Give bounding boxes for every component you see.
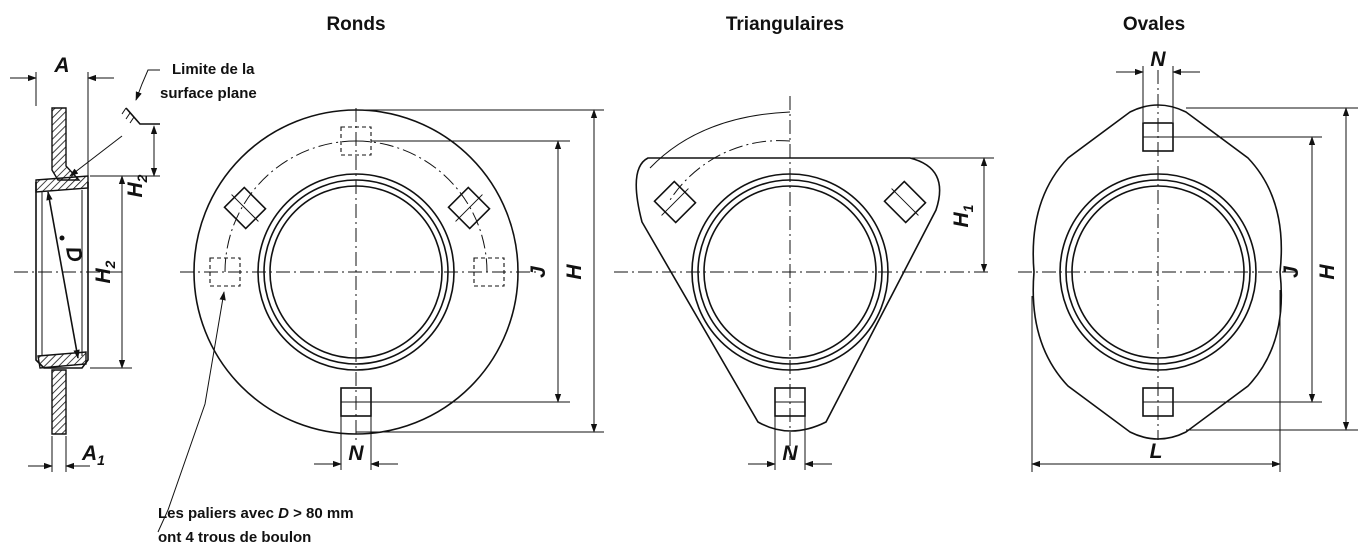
tri-bolt-right-cross xyxy=(891,188,919,216)
label-l-oval: L xyxy=(1150,440,1163,463)
label-h1-tri: H1 xyxy=(950,204,976,227)
tri-bolt-left-cross xyxy=(661,188,689,216)
oval-flange: N J H L xyxy=(1018,48,1358,472)
round-bolt-circle xyxy=(355,140,488,273)
round-bolt-hole-right xyxy=(473,257,505,287)
label-h2-top: H2 xyxy=(124,174,150,197)
bolt-note-line2: ont 4 trous de boulon xyxy=(158,529,311,546)
label-n-oval: N xyxy=(1150,48,1166,71)
tri-bolt-circle xyxy=(669,140,791,201)
bolt-note: Les paliers avec D > 80 mm ont 4 trous d… xyxy=(157,291,354,546)
round-bolt-circle-2 xyxy=(224,140,357,273)
label-j-oval: J xyxy=(1280,265,1303,278)
lower-ring-section xyxy=(37,351,87,369)
title-round: Ronds xyxy=(326,14,385,35)
flat-hatch-1 xyxy=(121,107,127,115)
bolt-note-leader xyxy=(157,291,226,533)
round-bolt-hole-left xyxy=(209,257,241,287)
label-a: A xyxy=(53,54,69,77)
title-oval: Ovales xyxy=(1123,14,1185,35)
label-n-tri: N xyxy=(782,442,798,465)
flat-hatch-3 xyxy=(129,116,135,124)
tri-ref-arc xyxy=(649,111,791,169)
d-center-dot xyxy=(59,235,65,241)
section-view: D A A1 H2 H2 Limite de la surface plane xyxy=(10,54,257,472)
bolt-note-line1: Les paliers avec D > 80 mm xyxy=(158,505,354,522)
upper-ring-section xyxy=(35,175,89,193)
label-j-round: J xyxy=(527,265,550,278)
label-h2-mid: H2 xyxy=(92,260,118,283)
flat-limit-symbol xyxy=(125,107,160,125)
note-flat-limit-1: Limite de la xyxy=(172,61,255,78)
diameter-d-line xyxy=(46,191,80,359)
flange-leader xyxy=(69,135,123,177)
flat-limit-leader xyxy=(135,69,160,101)
note-flat-limit-2: surface plane xyxy=(160,85,257,102)
label-h-round: H xyxy=(563,264,586,280)
round-bolt-ur-cross xyxy=(455,194,483,222)
triangular-flange: H1 N xyxy=(614,96,994,470)
lower-flange-section xyxy=(51,369,67,435)
title-triangular: Triangulaires xyxy=(726,14,844,35)
flat-hatch-2 xyxy=(125,112,131,120)
round-bolt-ul-cross xyxy=(231,194,259,222)
label-h-oval: H xyxy=(1316,264,1339,280)
label-a1: A1 xyxy=(81,442,105,468)
upper-flange-section xyxy=(51,107,81,181)
oval-outer-contour xyxy=(1032,104,1283,440)
round-flange: J H N xyxy=(180,108,604,470)
label-d: D xyxy=(61,245,86,264)
tri-outer-contour xyxy=(635,157,941,432)
ring-body-outline xyxy=(35,182,89,369)
label-n-round: N xyxy=(348,442,364,465)
